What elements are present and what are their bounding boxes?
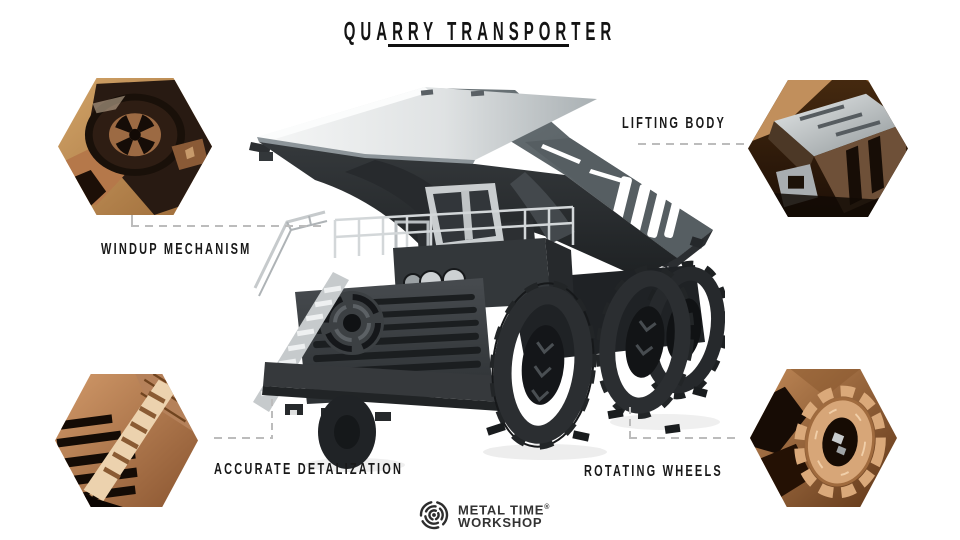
connector-wheels-line bbox=[629, 437, 737, 439]
concentric-broken-rings-icon bbox=[419, 500, 449, 530]
callout-label-windup: WINDUP MECHANISM bbox=[101, 241, 252, 259]
brand-logo: METAL TIME® WORKSHOP bbox=[417, 498, 550, 532]
connector-detalization-vline bbox=[271, 399, 273, 438]
callout-label-wheels: ROTATING WHEELS bbox=[584, 463, 723, 481]
title-underline bbox=[388, 44, 569, 47]
connector-wheels-vline bbox=[629, 407, 631, 438]
connector-detalization-line bbox=[214, 437, 273, 439]
callout-label-lifting: LIFTING BODY bbox=[622, 115, 727, 133]
connector-windup-tick bbox=[131, 215, 133, 226]
logo-wordmark: METAL TIME® WORKSHOP bbox=[458, 501, 550, 529]
truck-illustration bbox=[249, 87, 725, 472]
truck-ground-shadow bbox=[305, 414, 720, 472]
connector-lifting-line bbox=[638, 143, 747, 145]
page-title: QUARRY TRANSPORTER bbox=[343, 17, 617, 47]
logo-division: WORKSHOP bbox=[458, 515, 543, 531]
hex-photo-lifting bbox=[748, 80, 908, 217]
registered-mark: ® bbox=[544, 503, 551, 511]
truck-wheel-front-left bbox=[318, 395, 376, 469]
truck-wheel-rear bbox=[595, 264, 695, 420]
truck-wheel-front bbox=[489, 280, 597, 450]
hex-photo-windup bbox=[58, 78, 212, 215]
callout-label-detalization: ACCURATE DETALIZATION bbox=[214, 461, 404, 479]
hex-photo-wheels bbox=[750, 369, 897, 507]
truck-canopy bbox=[249, 87, 597, 168]
connector-windup-line bbox=[131, 225, 323, 227]
hex-photo-detalization bbox=[55, 374, 198, 507]
truck-tread-plates bbox=[486, 386, 708, 442]
logo-brand: METAL TIME bbox=[458, 502, 545, 518]
